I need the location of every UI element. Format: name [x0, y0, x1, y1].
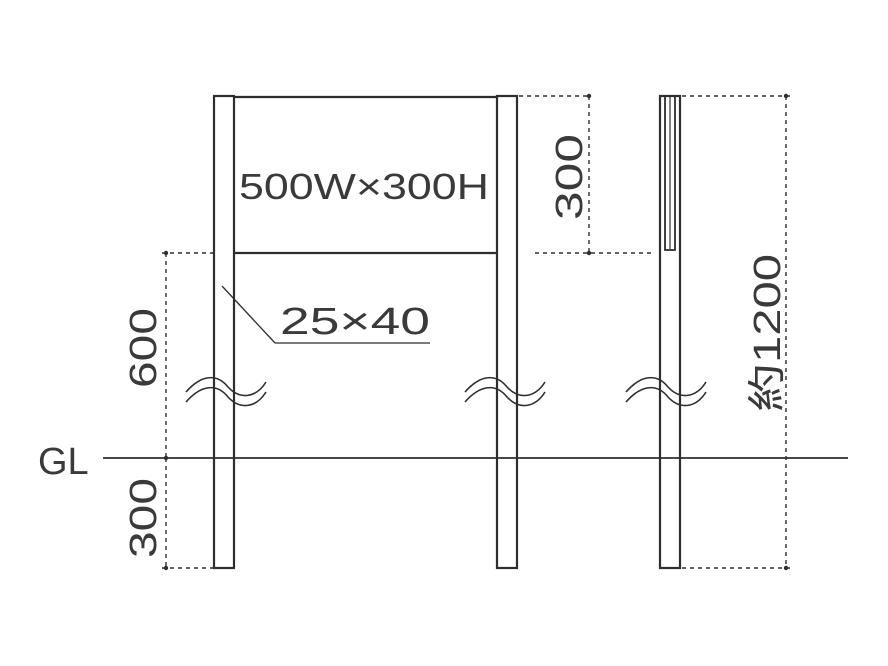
right-post — [495, 94, 519, 570]
break-symbol-side-post — [625, 386, 707, 407]
dim-total-label: 約1200 — [747, 254, 789, 412]
dimension-lines — [162, 93, 790, 571]
post-size-leader — [221, 285, 430, 344]
dim-sign-height-label: 300 — [549, 134, 591, 220]
ground-label: GL — [38, 441, 89, 483]
dim-below-ground-label: 300 — [123, 478, 165, 558]
dim-dot — [163, 565, 169, 571]
break-symbol-left-post — [185, 376, 267, 397]
side-view — [658, 94, 682, 570]
left-post — [212, 94, 236, 570]
break-symbol-right-post — [464, 386, 546, 407]
dim-dot — [163, 455, 169, 461]
sign-size-label: 500W×300H — [239, 166, 489, 207]
post-size-label: 25×40 — [280, 301, 430, 343]
dim-dot — [783, 93, 789, 99]
dim-dot — [163, 250, 169, 256]
side-sign-panel — [664, 95, 676, 251]
dim-dot — [586, 250, 592, 256]
break-symbol-right-post — [464, 376, 546, 397]
dim-dot — [783, 565, 789, 571]
break-symbols — [185, 376, 707, 407]
break-symbol-left-post — [185, 386, 267, 407]
leader-diagonal — [221, 285, 276, 344]
front-view — [212, 94, 519, 570]
break-symbol-side-post — [625, 376, 707, 397]
dim-dot — [586, 93, 592, 99]
dim-above-ground-label: 600 — [123, 308, 165, 388]
